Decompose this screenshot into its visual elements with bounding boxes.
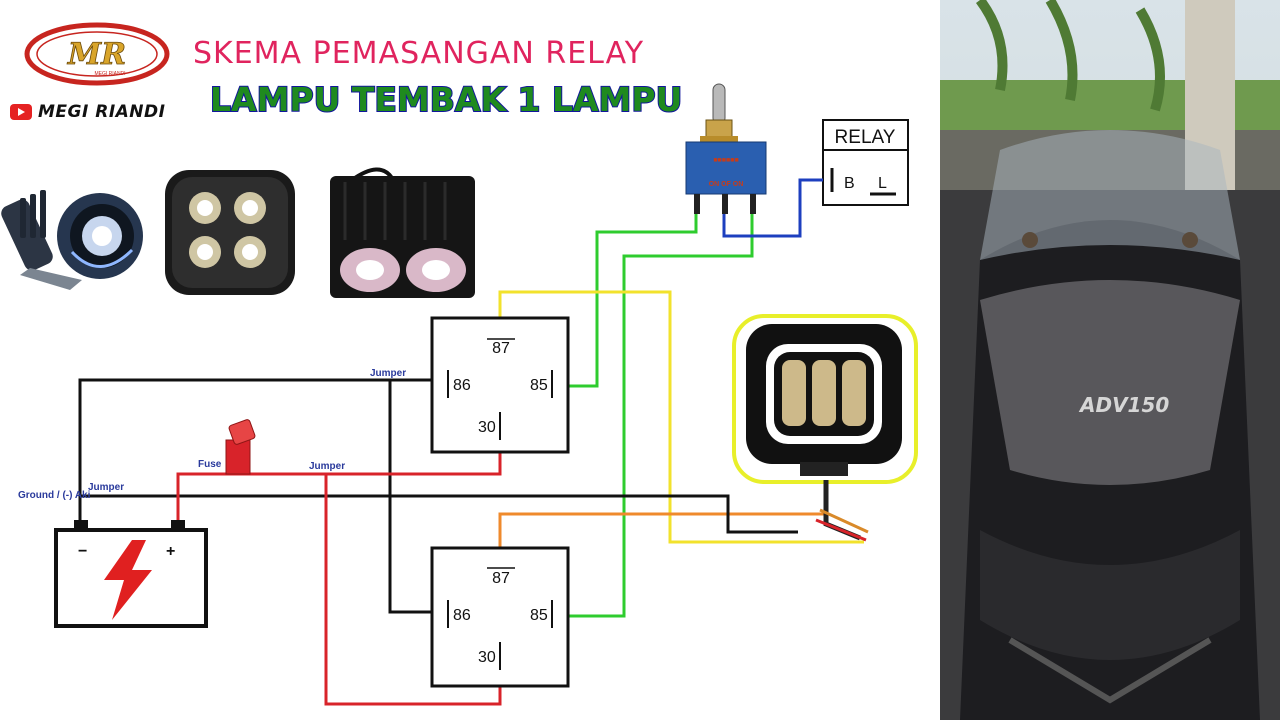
brand-logo: MR MEGI RIANDI bbox=[24, 22, 170, 86]
page-title: SKEMA PEMASANGAN RELAY bbox=[193, 36, 645, 71]
logo-subtext: MEGI RIANDI bbox=[94, 71, 125, 77]
wire-red-bottom bbox=[324, 474, 502, 706]
youtube-icon bbox=[10, 104, 32, 120]
page-subtitle: LAMPU TEMBAK 1 LAMPU bbox=[209, 79, 683, 120]
motorcycle-photo: ADV150 bbox=[940, 0, 1280, 720]
relay-top-pin-85: 85 bbox=[530, 377, 548, 394]
wire-orange bbox=[498, 512, 826, 548]
wire-green-top bbox=[568, 214, 698, 388]
relay-top-pin-87: 87 bbox=[492, 340, 510, 357]
channel-name: MEGI RIANDI bbox=[38, 102, 166, 122]
circuit-svg: ■■■■■■ ON OF ON RELAY B L bbox=[1, 83, 918, 706]
lightning-icon bbox=[104, 540, 152, 620]
wire-black-ground bbox=[80, 494, 798, 534]
label-jumper-left: Jumper bbox=[88, 482, 124, 493]
wire-blue bbox=[722, 178, 823, 238]
channel-badge: MEGI RIANDI bbox=[10, 102, 165, 122]
output-lamp-icon bbox=[732, 314, 918, 542]
relay-indicator-box: RELAY B L bbox=[822, 119, 909, 206]
switch-label: ON OF ON bbox=[709, 181, 744, 188]
label-ground: Ground / (-) Aki bbox=[18, 490, 91, 501]
fuse-icon bbox=[225, 419, 256, 475]
lamp-product-round-icon bbox=[1, 190, 143, 290]
relay-bottom-pin-86: 86 bbox=[453, 607, 471, 624]
relay-top-pin-30: 30 bbox=[478, 419, 496, 436]
battery-icon: − + bbox=[54, 520, 208, 628]
wire-black-jumper bbox=[388, 380, 432, 614]
toggle-switch-icon: ■■■■■■ ON OF ON bbox=[685, 83, 767, 214]
photo-badge: ADV150 bbox=[1078, 393, 1169, 417]
wires bbox=[78, 178, 864, 706]
label-jumper-top: Jumper bbox=[370, 368, 406, 379]
lamp-product-double-icon bbox=[330, 167, 475, 298]
relay-box-label-l: L bbox=[878, 175, 887, 192]
relay-top: 87 86 85 30 bbox=[430, 316, 570, 454]
relay-bottom: 87 86 85 30 bbox=[430, 546, 570, 688]
wire-yellow bbox=[498, 290, 864, 544]
battery-minus: − bbox=[78, 543, 87, 560]
wire-red-top bbox=[176, 452, 502, 520]
label-jumper-middle: Jumper bbox=[309, 461, 345, 472]
relay-box-label-b: B bbox=[844, 175, 855, 192]
motorcycle-photo-art: ADV150 bbox=[940, 0, 1280, 720]
relay-bottom-pin-85: 85 bbox=[530, 607, 548, 624]
label-fuse: Fuse bbox=[198, 459, 222, 470]
battery-plus: + bbox=[166, 543, 175, 560]
lamp-product-quad-icon bbox=[165, 170, 295, 295]
wire-black-top bbox=[78, 378, 432, 522]
relay-bottom-pin-30: 30 bbox=[478, 649, 496, 666]
relay-box-title: RELAY bbox=[835, 127, 896, 148]
svg-text:■■■■■■: ■■■■■■ bbox=[713, 157, 738, 164]
wire-green-bottom bbox=[568, 214, 754, 618]
relay-bottom-pin-87: 87 bbox=[492, 570, 510, 587]
relay-top-pin-86: 86 bbox=[453, 377, 471, 394]
logo-text: MR bbox=[67, 37, 126, 72]
